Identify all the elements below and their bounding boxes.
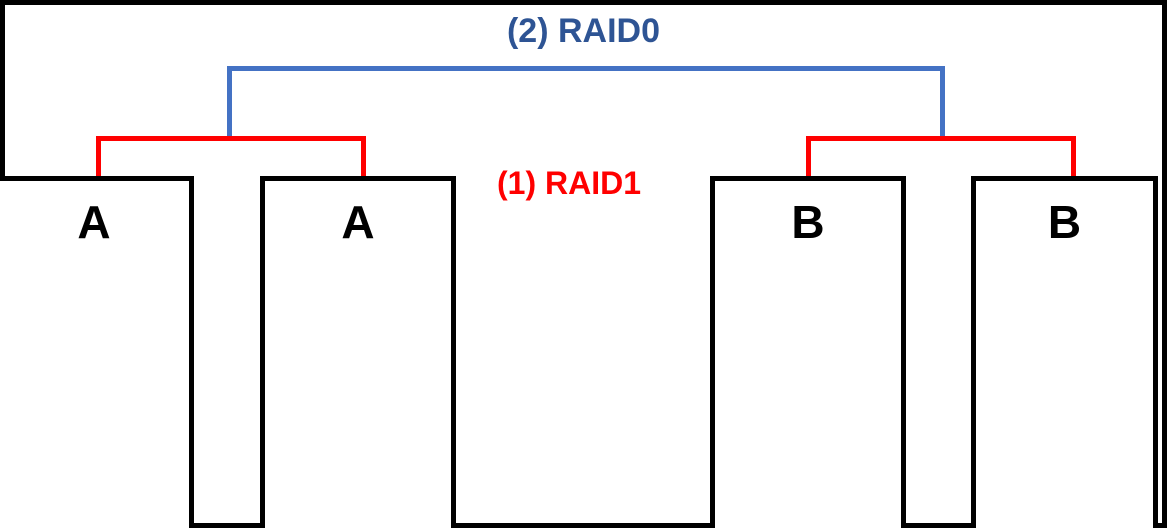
raid1-label: (1) RAID1 (497, 165, 642, 201)
disk-label-2: A (341, 196, 375, 248)
raid1-right-bracket-horizontal (806, 136, 1076, 141)
raid1-left-bracket-horizontal (96, 136, 366, 141)
raid1-left-bracket-leg-right (361, 136, 366, 179)
raid0-bracket-leg-right (940, 66, 945, 140)
raid1-right-bracket-leg-right (1071, 136, 1076, 179)
disk-box-4: B (971, 176, 1158, 528)
disk-box-1: A (0, 176, 194, 528)
disk-label-3: B (791, 196, 825, 248)
raid0-label: (2) RAID0 (506, 12, 661, 50)
raid0-bracket-horizontal (227, 66, 945, 71)
raid0-bracket-leg-left (227, 66, 232, 140)
raid1-right-bracket-leg-left (806, 136, 811, 179)
disk-box-2: A (260, 176, 456, 528)
raid1-left-bracket-leg-left (96, 136, 101, 179)
disk-label-1: A (77, 196, 111, 248)
disk-box-3: B (710, 176, 906, 528)
disk-label-4: B (1047, 196, 1082, 248)
